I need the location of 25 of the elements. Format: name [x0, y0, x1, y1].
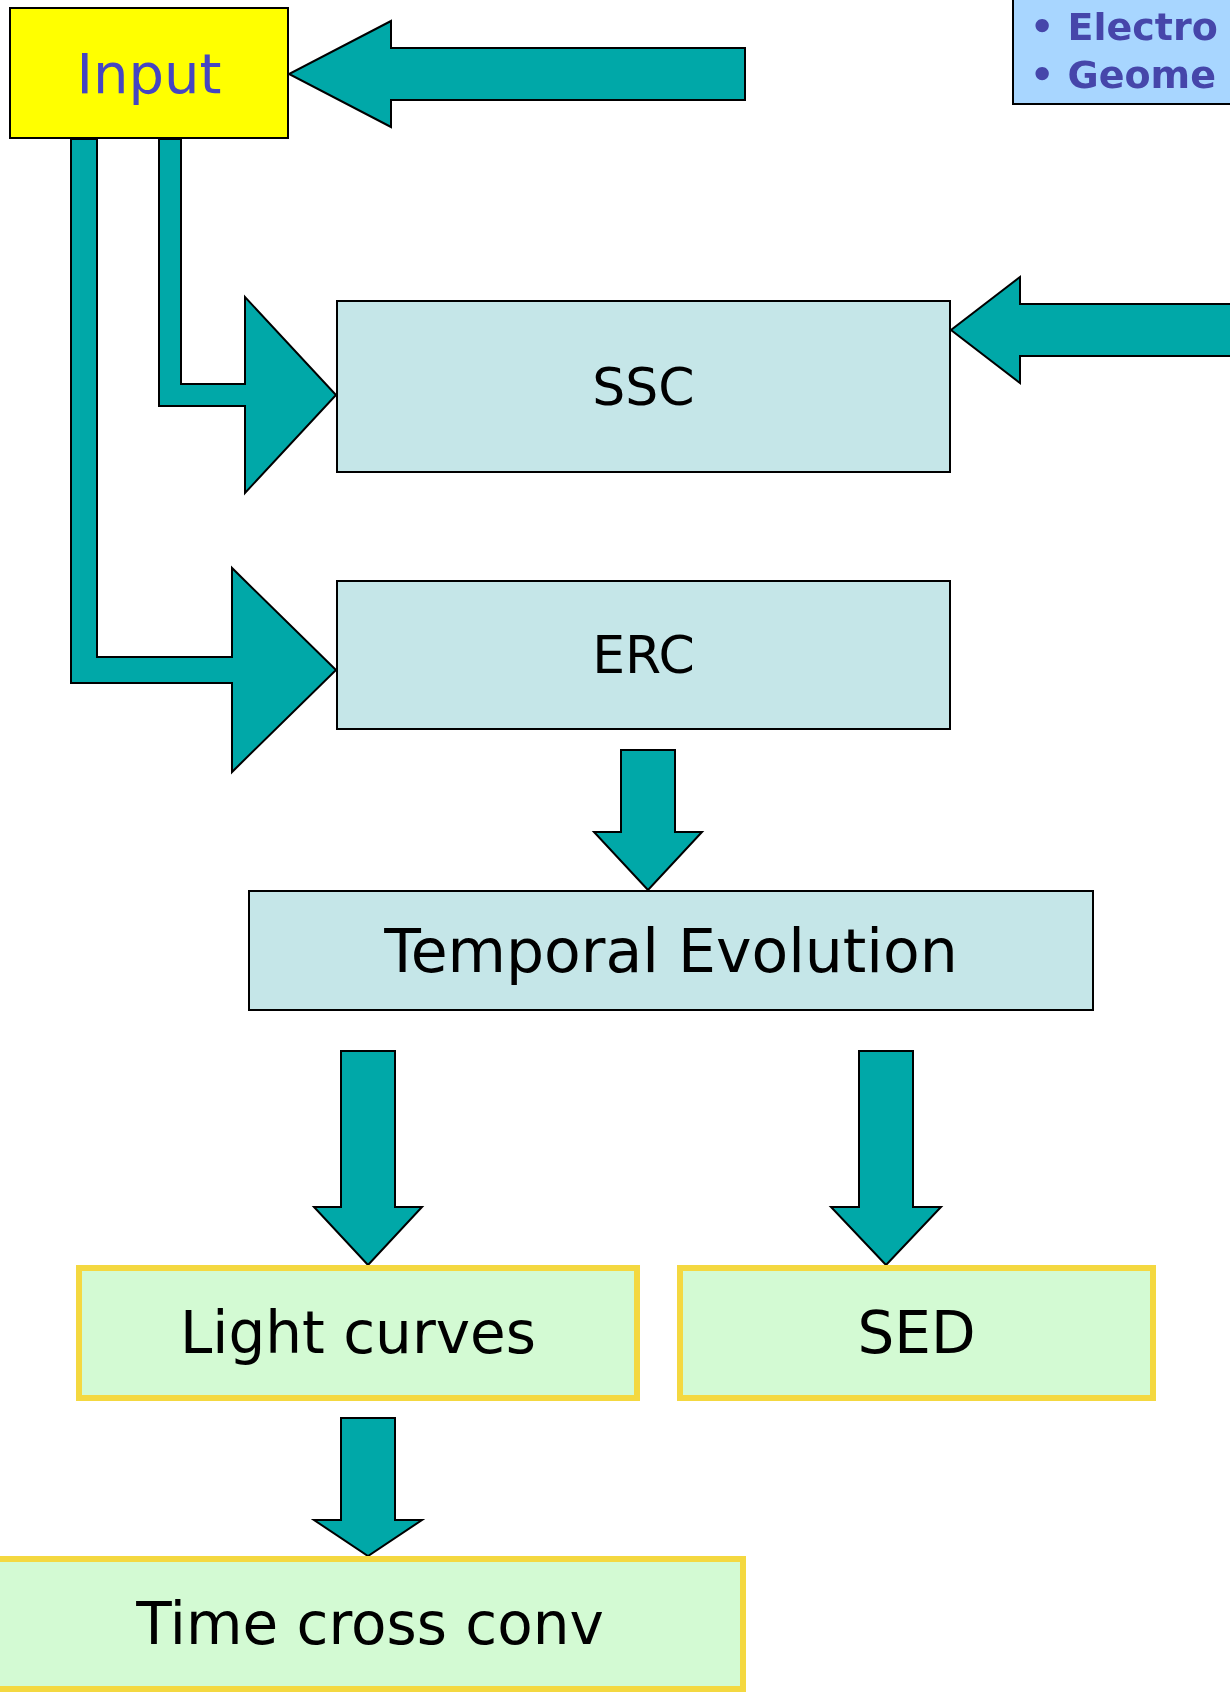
output-box	[0, 1556, 746, 1692]
block-arrow	[310, 1417, 426, 1558]
box-label: Temporal Evolution	[384, 915, 958, 986]
box-label: SED	[857, 1299, 976, 1367]
box-label: SSC	[592, 356, 695, 417]
box-label: Input	[76, 40, 222, 106]
block-arrow	[286, 19, 746, 129]
block-arrow	[828, 1050, 944, 1267]
box-label: Time cross conv	[136, 1590, 604, 1658]
output-box	[677, 1265, 1156, 1401]
process-box	[336, 580, 951, 730]
list-item: • Geome	[1030, 51, 1216, 99]
block-arrow	[591, 749, 705, 892]
process-box	[248, 890, 1094, 1011]
block-arrow	[70, 138, 338, 775]
process-box	[336, 300, 951, 473]
list-box	[1012, 0, 1230, 105]
output-box	[76, 1265, 640, 1401]
list-item: • Electro	[1030, 4, 1218, 51]
block-arrow	[158, 138, 338, 496]
box-label: Light curves	[180, 1299, 536, 1367]
block-arrow	[949, 274, 1230, 386]
block-arrow	[311, 1050, 425, 1267]
box-label: ERC	[592, 625, 695, 685]
input-box	[9, 7, 289, 139]
